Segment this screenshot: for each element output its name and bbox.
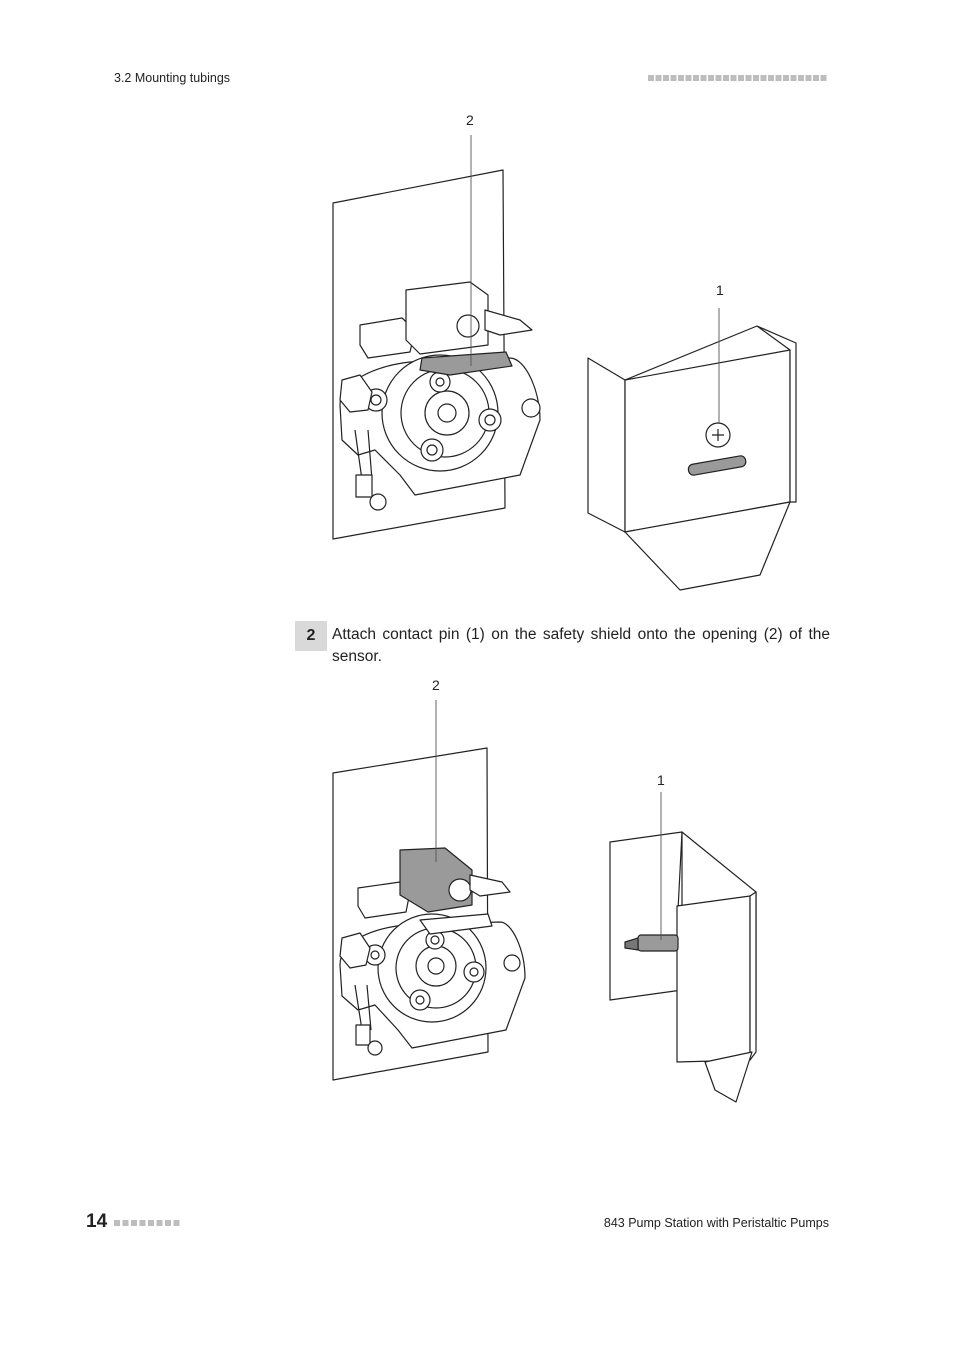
page-number: 14	[86, 1211, 108, 1232]
tubing-connector	[355, 474, 373, 498]
safety-shield-bottom	[704, 1051, 753, 1103]
contact-pin	[637, 934, 679, 952]
header-dot-bar	[648, 75, 827, 81]
safety-shield-back	[609, 831, 683, 1001]
tubing-clamp-left	[359, 317, 416, 359]
pump-and-safety-shield-illustration	[332, 135, 797, 591]
running-header-section: 3.2 Mounting tubings	[114, 71, 231, 85]
figure2-callout-1: 1	[657, 772, 665, 788]
footer-dot-bar	[114, 1220, 180, 1226]
tubing-clamp-right	[484, 309, 533, 336]
figure1-callout-1: 1	[716, 282, 724, 298]
figure1-callout-2: 2	[466, 112, 474, 128]
pump-sensor-attachment-illustration	[332, 700, 757, 1103]
shield-slot	[687, 455, 747, 476]
safety-shield-side	[587, 357, 626, 533]
step-instruction-text: Attach contact pin (1) on the safety shi…	[332, 626, 830, 665]
step-number-badge: 2	[295, 621, 327, 651]
sensor-opening-highlight	[419, 351, 513, 376]
document-title: 843 Pump Station with Peristaltic Pumps	[603, 1216, 829, 1230]
safety-shield-bottom	[624, 501, 791, 591]
tubing-connector	[355, 1024, 371, 1046]
safety-shield-front	[676, 895, 751, 1063]
figure2-callout-2: 2	[432, 677, 440, 693]
tubing-clamp-right	[469, 874, 511, 897]
